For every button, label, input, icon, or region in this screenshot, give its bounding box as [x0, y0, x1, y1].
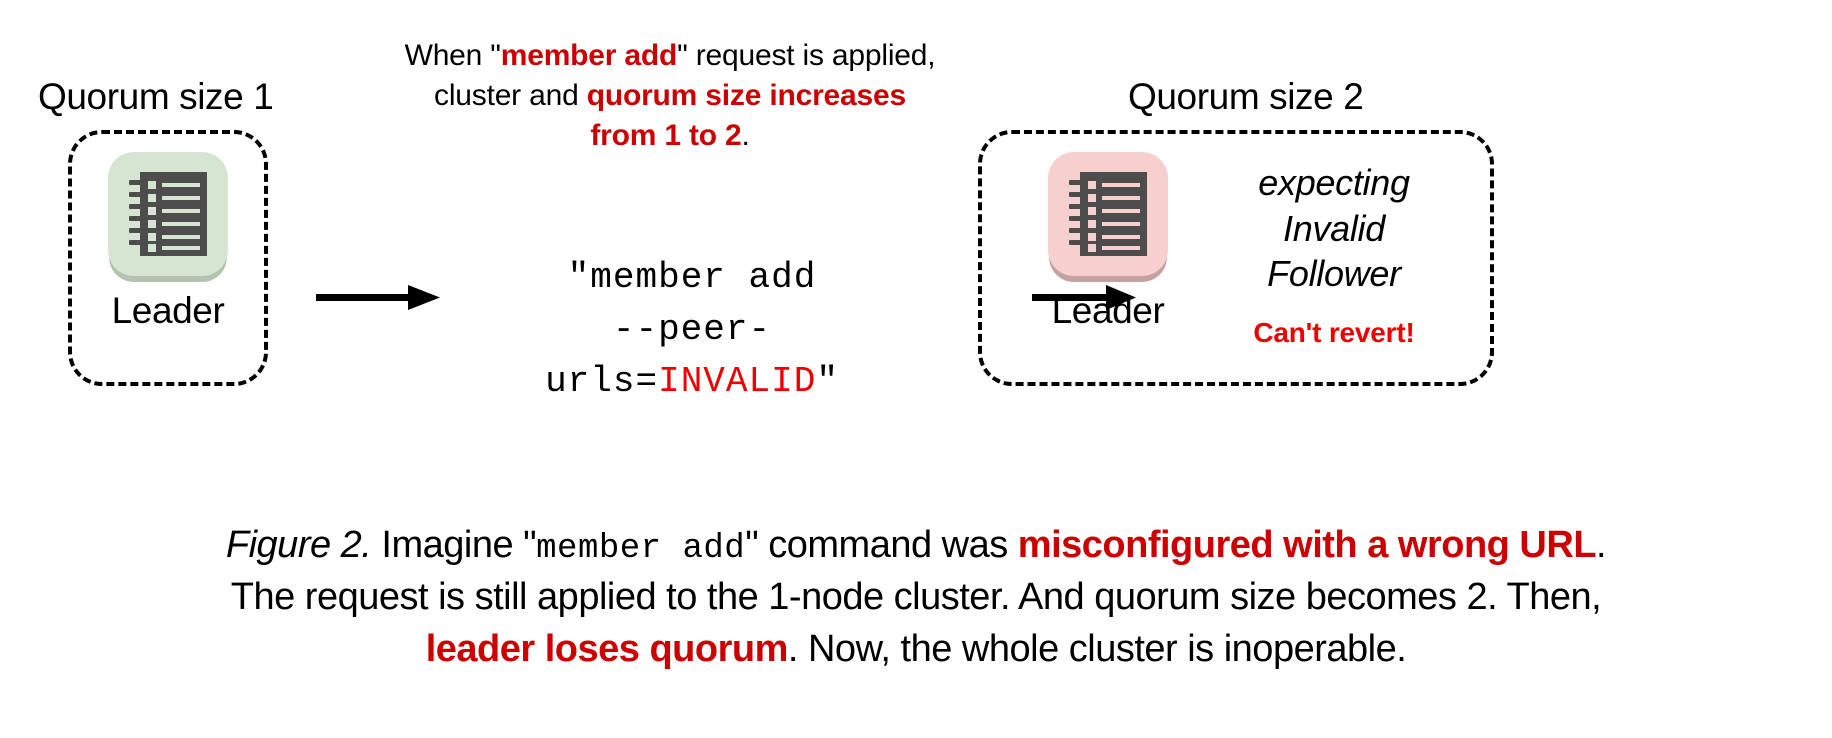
caption-seg-1: Imagine " — [371, 524, 537, 566]
top-note-l3-post: . — [741, 118, 750, 152]
top-annotation: When "member add" request is applied, cl… — [370, 36, 970, 156]
caption-highlight-2: leader loses quorum — [425, 627, 789, 670]
command-line-1: "member add — [567, 257, 817, 298]
top-annotation-line-1: When "member add" request is applied, — [370, 36, 970, 76]
top-note-l1-post: " request is applied, — [677, 39, 936, 72]
left-cluster-box — [68, 130, 268, 386]
top-note-l2-highlight: quorum size increases — [586, 78, 906, 112]
top-note-l1-pre: When " — [404, 39, 501, 72]
ledger-icon-2 — [1048, 152, 1168, 276]
right-node-caption: Leader — [1051, 290, 1165, 331]
right-cluster-label: Quorum size 2 — [1128, 76, 1364, 117]
command-text: "member add --peer-urls=INVALID" — [472, 252, 912, 407]
figure-caption-line-3: leader loses quorum. Now, the whole clus… — [66, 624, 1766, 676]
right-arrow-icon — [316, 285, 440, 311]
command-line-2: --peer-urls=INVALID" — [472, 304, 912, 408]
command-l2-pre: --peer-urls= — [545, 308, 772, 402]
left-cluster-label: Quorum size 1 — [38, 76, 274, 117]
status-line-2: Invalid — [1283, 207, 1385, 249]
caption-seg-4: . Now, the whole cluster is inoperable. — [787, 627, 1407, 670]
figure-number: Figure 2. — [225, 524, 372, 566]
right-leader-node: Leader — [1038, 152, 1178, 332]
top-note-l1-highlight: member add — [500, 39, 678, 72]
figure-caption-line-1: Figure 2. Imagine "member add" command w… — [66, 520, 1766, 572]
ledger-icon — [108, 152, 228, 276]
top-annotation-line-3: from 1 to 2. — [370, 116, 970, 156]
left-node-caption: Leader — [111, 290, 225, 331]
right-cluster-box — [978, 130, 1494, 386]
caption-seg-3: . — [1596, 524, 1607, 566]
right-cluster-status: expecting Invalid Follower Can't revert! — [1198, 160, 1470, 349]
status-line-1: expecting — [1258, 162, 1410, 203]
left-leader-node: Leader — [98, 152, 238, 332]
caption-highlight-1: misconfigured with a wrong URL — [1017, 524, 1597, 566]
caption-seg-2: " command was — [745, 524, 1018, 566]
right-arrow-icon-2 — [1032, 285, 1136, 311]
status-line-3: Follower — [1267, 253, 1401, 295]
figure-caption: Figure 2. Imagine "member add" command w… — [66, 520, 1766, 676]
top-note-l3-highlight: from 1 to 2 — [590, 118, 742, 152]
figure-caption-line-2: The request is still applied to the 1-no… — [230, 576, 1602, 619]
command-l2-post: " — [816, 360, 839, 402]
top-note-l2-pre: cluster and — [434, 78, 587, 112]
top-annotation-line-2: cluster and quorum size increases — [370, 76, 970, 116]
command-invalid-token: INVALID — [658, 360, 817, 402]
cannot-revert-warning: Can't revert! — [1253, 317, 1415, 349]
caption-mono-command: member add — [536, 530, 746, 568]
